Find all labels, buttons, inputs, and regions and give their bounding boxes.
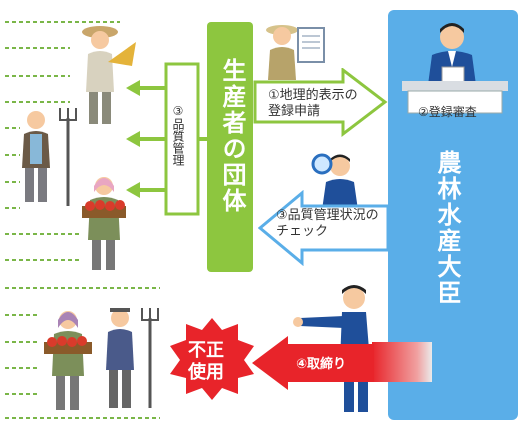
illegal-user-woman-icon (44, 311, 92, 410)
application-line2: 登録申請 (268, 104, 321, 119)
enforcement-label: ④取締り (296, 357, 347, 372)
quality-management-label: ③品質管理 (171, 104, 185, 166)
application-label: ①地理的表示の 登録申請 (268, 88, 358, 120)
illegal-use-line1: 不正 (188, 340, 224, 361)
illegal-use-line2: 使用 (188, 362, 224, 383)
quality-check-line2: チェック (276, 224, 329, 239)
quality-check-label: ③品質管理状況の チェック (276, 208, 379, 240)
illegal-use-label: 不正 使用 (188, 340, 224, 384)
ministry-label: 農林水産大臣 (433, 150, 461, 306)
inspector-holding-document-icon (266, 25, 325, 80)
illegal-use-badge (170, 318, 254, 400)
producer-group-label: 生産者の団体 (218, 58, 246, 214)
official-at-desk-icon (402, 23, 508, 114)
farmer-holding-tomatoes-icon (82, 177, 126, 270)
field-lines-decoration (5, 21, 160, 419)
quality-check-arrow (258, 190, 390, 266)
enforcement-fade-bar (372, 342, 432, 382)
application-arrow (253, 68, 388, 138)
farmer-holding-wheat-icon (82, 26, 136, 124)
producer-group-bar (207, 22, 253, 272)
enforcement-arrow (252, 336, 374, 390)
application-line1: ①地理的表示の (268, 88, 358, 103)
quality-management-arrows (126, 62, 209, 216)
illegal-user-man-icon (106, 308, 159, 408)
quality-check-line1: ③品質管理状況の (276, 208, 379, 223)
registration-review-label: ②登録審査 (418, 105, 477, 119)
farmer-with-pitchfork-icon (22, 108, 77, 206)
inspector-with-magnifier-icon (311, 153, 358, 210)
